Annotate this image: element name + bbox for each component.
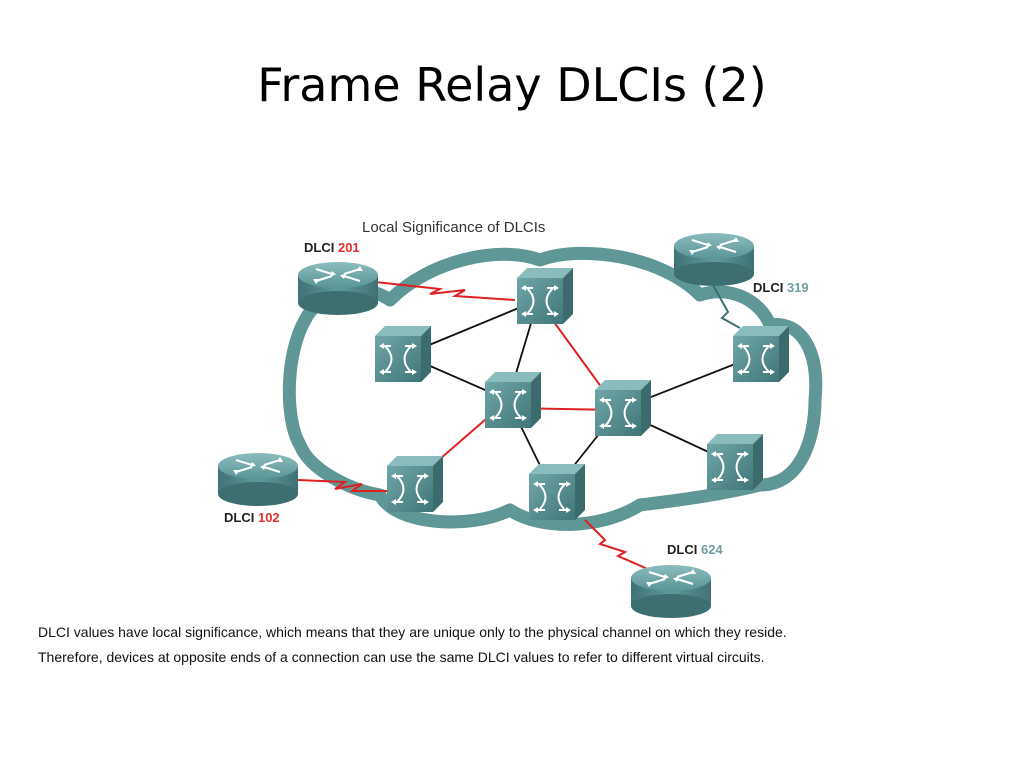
dlci-label-102: DLCI 102: [224, 510, 280, 525]
frame-relay-switch-icon: [528, 463, 586, 521]
dlci-label-319: DLCI 319: [753, 280, 809, 295]
slide-title: Frame Relay DLCIs (2): [257, 58, 767, 112]
dlci-value-102: 102: [258, 510, 280, 525]
dlci-label-624: DLCI 624: [667, 542, 723, 557]
router-icon: [296, 260, 380, 317]
frame-relay-switch-icon: [386, 455, 444, 513]
frame-relay-switch-icon: [374, 325, 432, 383]
frame-relay-switch-icon: [594, 379, 652, 437]
frame-relay-switch-icon: [732, 325, 790, 383]
frame-relay-switch-icon: [706, 433, 764, 491]
router-icon: [629, 563, 713, 620]
diagram-title: Local Significance of DLCIs: [362, 219, 545, 236]
frame-relay-switch-icon: [516, 267, 574, 325]
dlci-label-201: DLCI 201: [304, 240, 360, 255]
frame-relay-switch-icon: [484, 371, 542, 429]
router-icon: [216, 451, 300, 508]
dlci-value-319: 319: [787, 280, 809, 295]
router-icon: [672, 231, 756, 288]
dlci-value-624: 624: [701, 542, 723, 557]
caption-line-2: Therefore, devices at opposite ends of a…: [38, 649, 765, 665]
dlci-value-201: 201: [338, 240, 360, 255]
link-router-319: [712, 284, 741, 329]
caption-line-1: DLCI values have local significance, whi…: [38, 624, 787, 640]
